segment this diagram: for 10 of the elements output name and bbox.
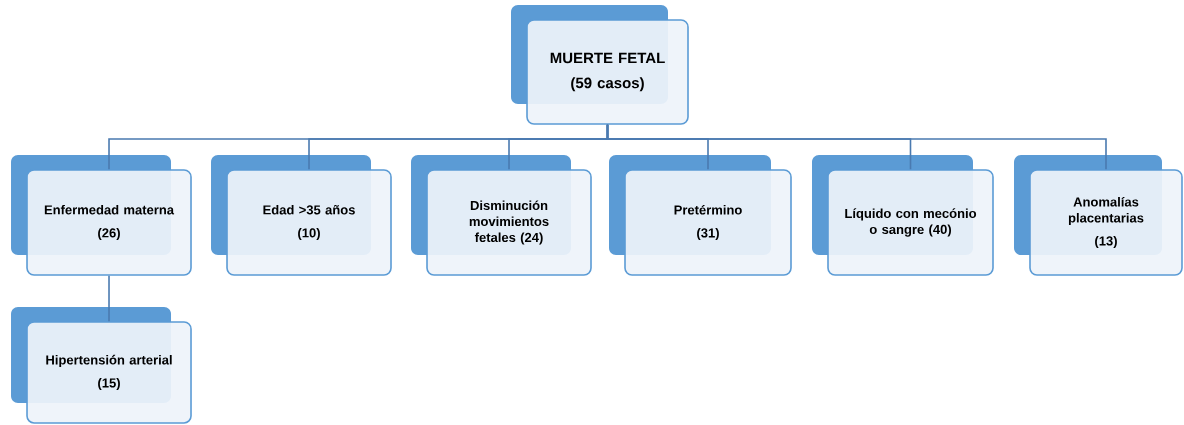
card-box: MUERTE FETAL (59 casos) (511, 5, 689, 125)
card-box: Líquido con mecónio o sangre (40) (812, 155, 994, 276)
card-box: Pretérmino (31) (609, 155, 792, 276)
card-box: Anomalías placentarias (13) (1014, 155, 1183, 276)
card-box: Hipertensión arterial (15) (11, 307, 192, 424)
connector-line (606, 124, 1107, 170)
card-box: Enfermedad materna (26) (11, 155, 192, 276)
connector-line (108, 275, 110, 322)
card-box: Edad >35 años (10) (211, 155, 392, 276)
card-box: Disminución movimientos fetales (24) (411, 155, 592, 276)
